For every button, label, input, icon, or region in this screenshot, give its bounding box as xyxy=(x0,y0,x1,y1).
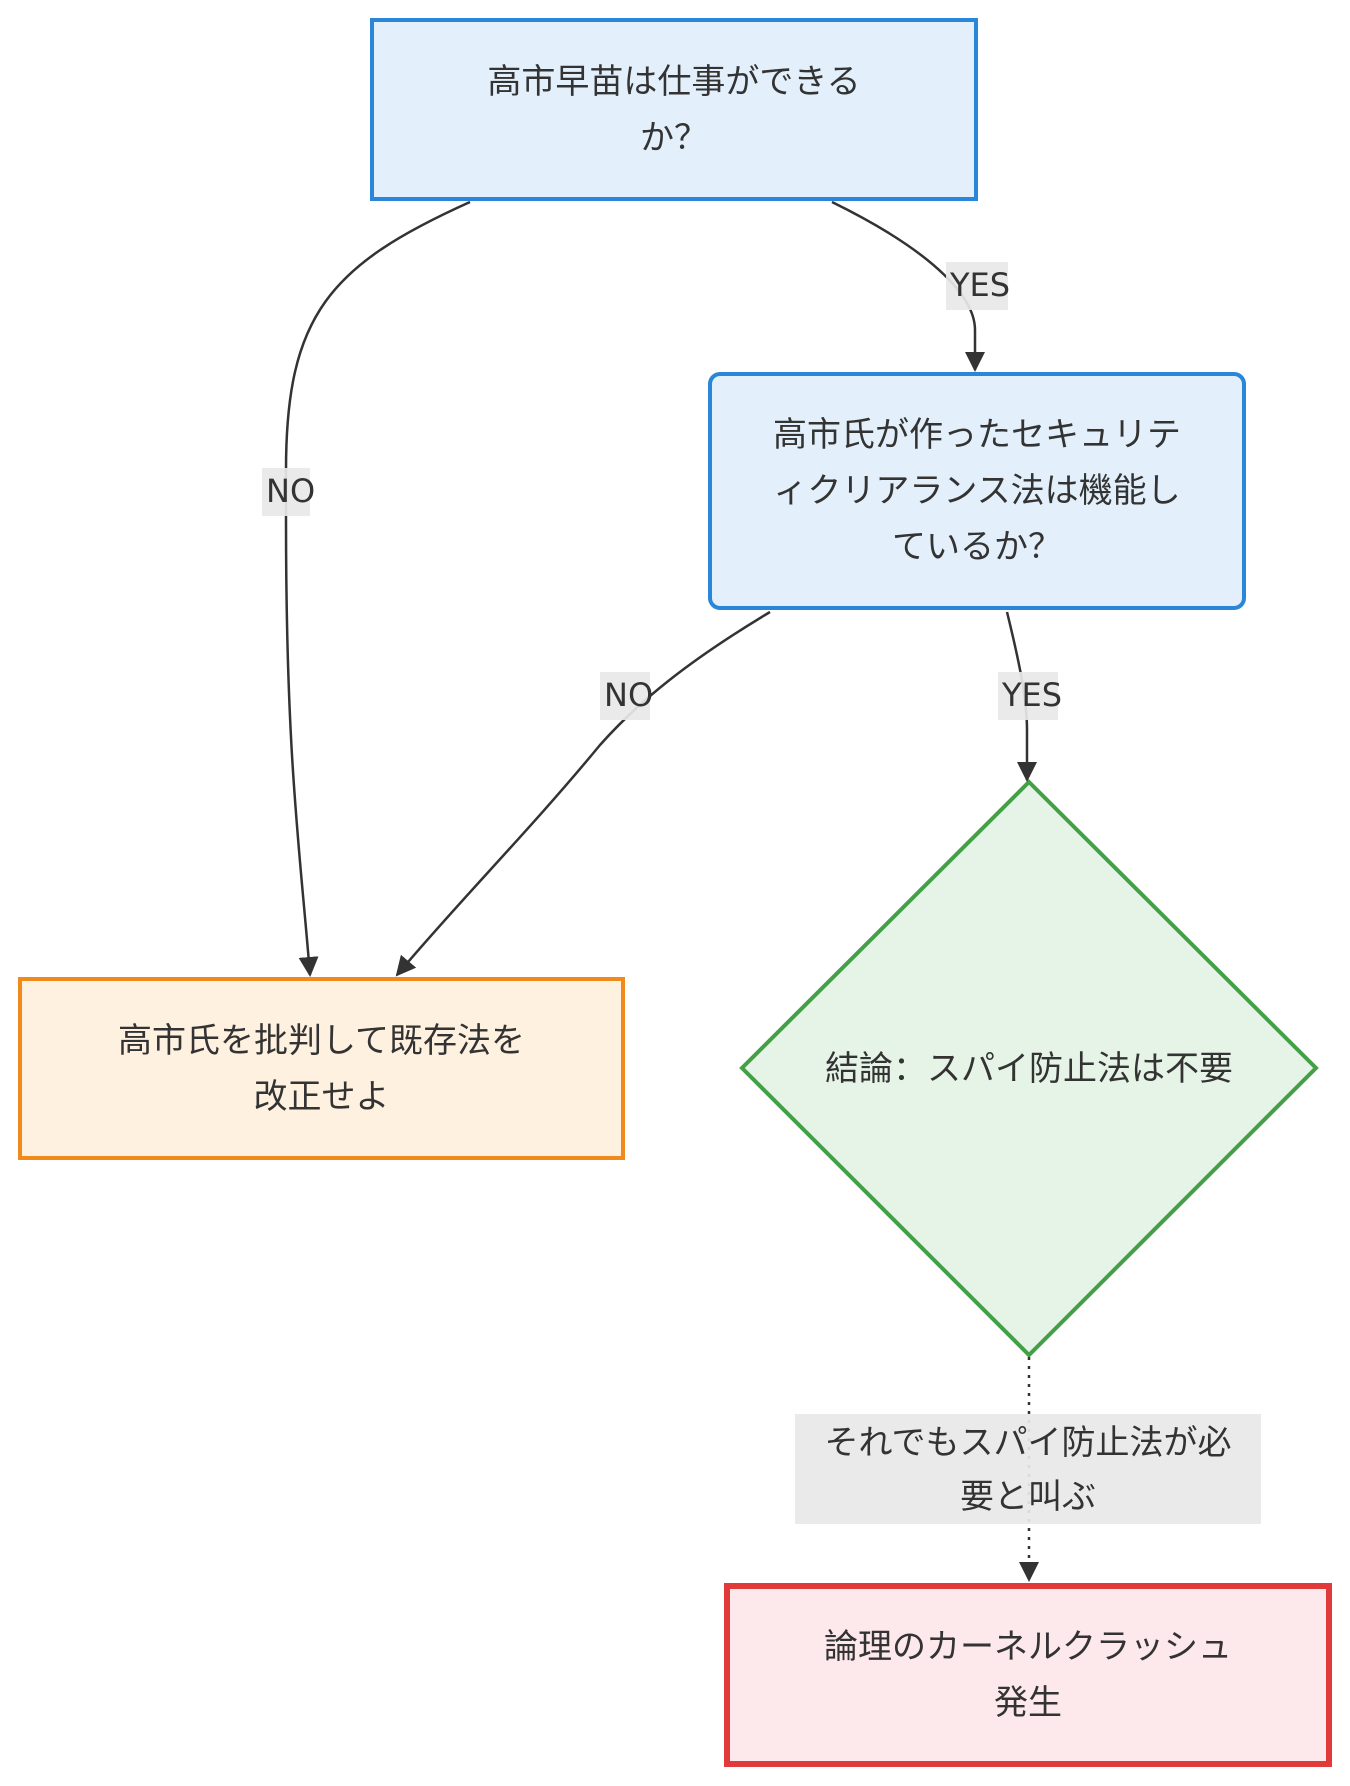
edge-top-to-fix xyxy=(284,200,471,977)
edge-label-no: NO xyxy=(262,468,315,516)
node-security-clearance-law: 高市氏が作ったセキュリテ ィクリアランス法は機能し ているか？ xyxy=(708,372,1246,610)
node-text: 論理のカーネルクラッシュ 発生 xyxy=(824,1627,1232,1723)
edge-security-to-fix xyxy=(395,610,771,977)
edge-label-no: NO xyxy=(600,672,653,720)
node-text: 高市早苗は仕事ができる か？ xyxy=(487,61,861,158)
node-criticize-and-amend: 高市氏を批判して既存法を 改正せよ xyxy=(18,977,625,1160)
node-text: 高市氏を批判して既存法を 改正せよ xyxy=(118,1020,525,1117)
edge-label-yes: YES xyxy=(998,672,1062,720)
node-text: 高市氏が作ったセキュリテ ィクリアランス法は機能し ているか？ xyxy=(773,415,1181,567)
node-is-takaichi-capable: 高市早苗は仕事ができる か？ xyxy=(370,18,978,201)
node-text: 結論：スパイ防止法は不要 xyxy=(825,1048,1233,1089)
node-logic-kernel-crash: 論理のカーネルクラッシュ 発生 xyxy=(724,1583,1332,1767)
edge-label-still-demand: それでもスパイ防止法が必 要と叫ぶ xyxy=(795,1414,1261,1524)
node-conclusion: 結論：スパイ防止法は不要 xyxy=(742,782,1316,1355)
conclusion-diamond-shape xyxy=(739,779,1319,1358)
edge-label-yes: YES xyxy=(946,262,1010,310)
